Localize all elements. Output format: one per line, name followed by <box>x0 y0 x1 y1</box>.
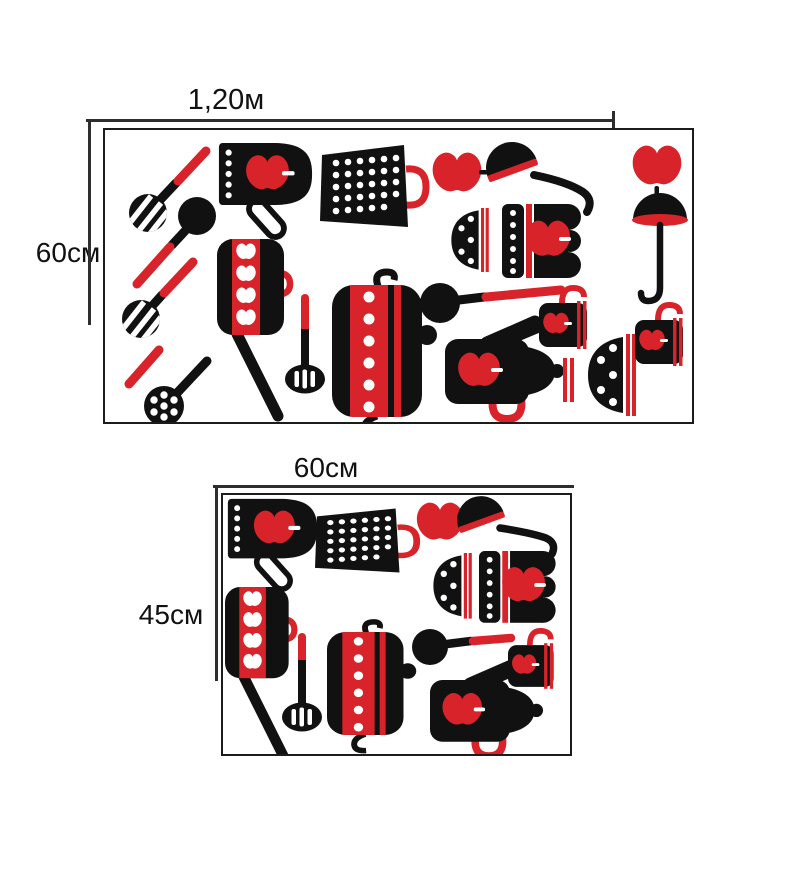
large-panel-left-dimension-line <box>88 119 91 325</box>
oven-mitt-icon <box>228 499 317 581</box>
spoon-icon <box>412 629 516 665</box>
slotted-spatula-icon <box>282 633 322 732</box>
small-panel-height-label: 45см <box>138 599 204 630</box>
large-panel-width-label: 1,20м <box>187 84 265 116</box>
dotted-bowl-icon <box>433 553 472 619</box>
small-panel-width-label: 60см <box>293 452 359 483</box>
rotated-oven-mitt-icon <box>479 551 556 623</box>
dotted-pot-icon <box>332 272 437 422</box>
spoon-icon <box>420 283 566 323</box>
cup-icon <box>539 288 587 349</box>
grater-icon <box>320 145 426 227</box>
stirring-rod-icon <box>124 345 164 389</box>
cup-icon <box>635 305 683 366</box>
rotated-oven-mitt-icon <box>502 204 581 278</box>
large-panel-top-dimension-line <box>86 119 615 122</box>
apple-icon <box>432 152 492 192</box>
dotted-bowl-icon <box>451 208 489 272</box>
small-sticker-sheet <box>221 493 572 756</box>
apple-icon <box>632 145 682 199</box>
soup-ladle-icon <box>450 495 558 558</box>
slotted-spatula-icon <box>285 294 325 394</box>
grater-icon <box>315 509 417 573</box>
large-panel-height-label: 60см <box>35 237 101 268</box>
small-panel-top-dimension-line <box>213 485 574 488</box>
small-panel-left-dimension-line <box>215 485 218 681</box>
frying-pan-icon <box>225 587 294 754</box>
large-panel-top-dimension-tick <box>612 111 615 128</box>
frying-pan-icon <box>217 239 290 416</box>
dotted-pot-icon <box>327 622 416 751</box>
small-sticker-art <box>223 495 558 754</box>
dotted-bowl-icon <box>588 334 636 416</box>
red-stripe-accent <box>563 358 574 402</box>
umbrella-ladle-icon <box>632 193 688 305</box>
large-sticker-art <box>105 130 688 422</box>
slotted-skimmer-icon <box>122 257 198 341</box>
slotted-skimmer-icon <box>129 146 211 235</box>
perforated-skimmer-icon <box>144 356 212 422</box>
oven-mitt-icon <box>219 143 312 228</box>
soup-ladle-icon <box>478 134 594 216</box>
ladle-spoon-icon <box>132 197 216 289</box>
large-sticker-sheet <box>103 128 694 424</box>
